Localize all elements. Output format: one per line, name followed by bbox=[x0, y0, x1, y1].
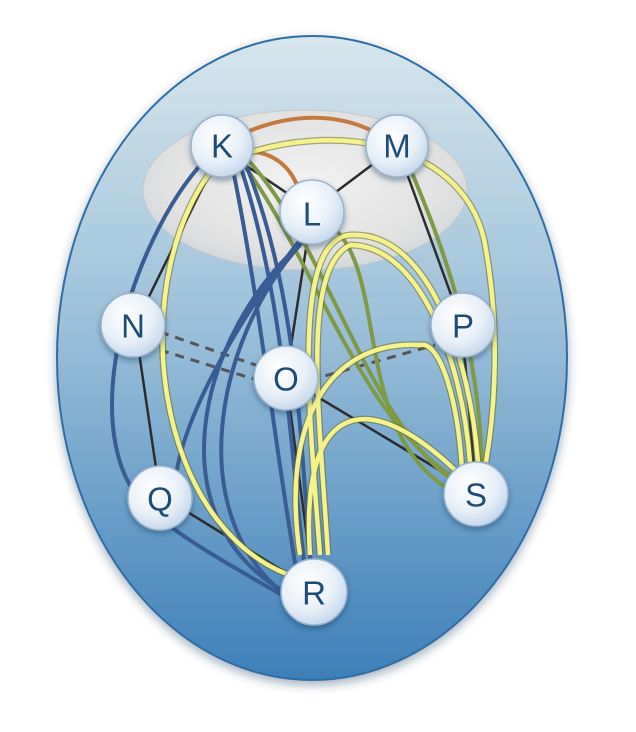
edge-k-r-yellow bbox=[160, 156, 306, 583]
edge-r-s-yellow-2 bbox=[315, 242, 473, 556]
node-p-label: P bbox=[452, 308, 474, 345]
edge-n-o-dashed-1 bbox=[159, 330, 271, 372]
node-n-label: N bbox=[121, 308, 145, 345]
node-s-label: S bbox=[465, 477, 487, 514]
node-r-label: R bbox=[302, 575, 326, 612]
edge-r-s-yellow-3 bbox=[306, 416, 457, 556]
edge-l-r-blue-2 bbox=[219, 243, 302, 602]
node-n: N bbox=[100, 292, 166, 358]
edge-o-p-dashed bbox=[309, 343, 436, 382]
node-o: O bbox=[253, 345, 319, 411]
node-p: P bbox=[430, 292, 496, 358]
node-o-label: O bbox=[273, 361, 299, 398]
node-q-label: Q bbox=[147, 481, 173, 518]
edge-l-r-blue-1 bbox=[202, 238, 307, 597]
node-q: Q bbox=[127, 465, 193, 531]
edge-k-s-yellow bbox=[234, 138, 497, 463]
node-l-label: L bbox=[303, 196, 321, 233]
edge-k-m-orange bbox=[239, 115, 381, 137]
edge-r-p-yellow bbox=[293, 342, 465, 556]
node-r: R bbox=[280, 558, 348, 626]
node-m-label: M bbox=[383, 128, 411, 165]
node-k: K bbox=[190, 114, 254, 178]
node-s: S bbox=[443, 461, 509, 527]
node-m: M bbox=[365, 114, 429, 178]
edge-k-s-green-2 bbox=[246, 158, 462, 487]
edge-n-o-dashed-2 bbox=[159, 348, 271, 386]
edge-k-q-blue bbox=[110, 158, 292, 602]
node-l: L bbox=[279, 179, 345, 245]
node-k-label: K bbox=[211, 128, 233, 165]
dashed-edges bbox=[159, 330, 436, 386]
